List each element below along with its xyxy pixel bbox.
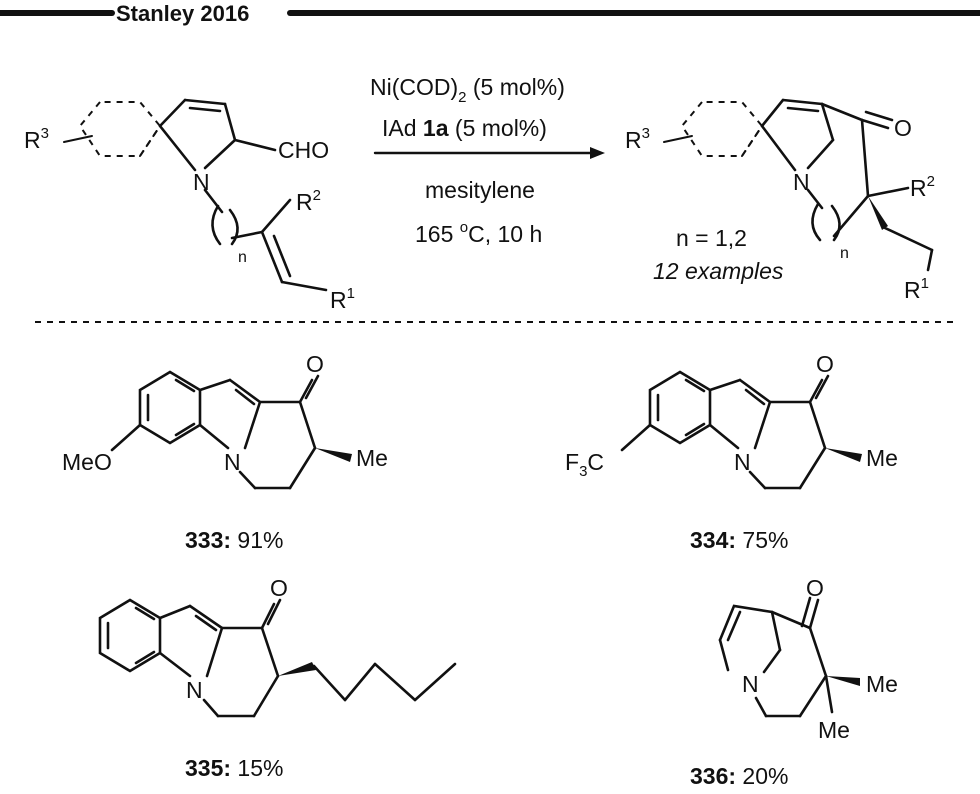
substrate-cho: CHO (278, 137, 329, 163)
example-336-n-atom: N (742, 671, 759, 697)
substrate-r2: R2 (296, 187, 321, 215)
example-336-o-atom: O (806, 575, 824, 601)
example-333-n-atom: N (224, 449, 241, 475)
page-title: Stanley 2016 (116, 1, 249, 26)
example-333-structure: N O Me MeO (62, 351, 388, 490)
condition-temperature: 165 oC, 10 h (415, 219, 542, 247)
product-o-atom: O (894, 115, 912, 141)
example-335-structure: N O (98, 575, 457, 718)
example-334-trifluoromethyl: F3C (565, 449, 604, 480)
reaction-arrow-head (590, 147, 605, 159)
scope-example-count: 12 examples (653, 258, 784, 284)
example-335-o-atom: O (270, 575, 288, 601)
example-333-methoxy: MeO (62, 449, 112, 475)
scope-n-values: n = 1,2 (676, 225, 747, 251)
substrate-r1: R1 (330, 285, 355, 313)
example-333-caption: 333: 91% (185, 527, 283, 553)
product-structure: N O n R2 R1 R3 (625, 98, 935, 303)
product-r1: R1 (904, 275, 929, 303)
product-r3: R3 (625, 125, 650, 153)
condition-ligand: IAd 1a (5 mol%) (382, 115, 547, 141)
example-336-caption: 336: 20% (690, 763, 788, 789)
example-335-n-atom: N (186, 677, 203, 703)
example-334-me: Me (866, 445, 898, 471)
reaction-conditions: Ni(COD)2 (5 mol%) IAd 1a (5 mol%) mesity… (370, 74, 605, 247)
product-n-subscript: n (840, 245, 849, 262)
example-336-me-2: Me (818, 717, 850, 743)
example-334-caption: 334: 75% (690, 527, 788, 553)
header-banner: Stanley 2016 (0, 1, 980, 26)
example-333-me: Me (356, 445, 388, 471)
example-334-o-atom: O (816, 351, 834, 377)
substrate-n-subscript: n (238, 249, 247, 266)
product-r2: R2 (910, 173, 935, 201)
example-336-structure: N O Me Me (718, 575, 898, 743)
condition-solvent: mesitylene (425, 177, 535, 203)
example-335-caption: 335: 15% (185, 755, 283, 781)
example-334-n-atom: N (734, 449, 751, 475)
substrate-n-atom: N (193, 169, 210, 195)
example-334-structure: N O Me F3C (565, 351, 898, 490)
example-336-me-1: Me (866, 671, 898, 697)
condition-catalyst: Ni(COD)2 (5 mol%) (370, 74, 565, 106)
substrate-structure: N CHO R3 n R2 R1 (24, 98, 355, 313)
product-n-atom: N (793, 169, 810, 195)
example-333-o-atom: O (306, 351, 324, 377)
substrate-r3: R3 (24, 125, 49, 153)
